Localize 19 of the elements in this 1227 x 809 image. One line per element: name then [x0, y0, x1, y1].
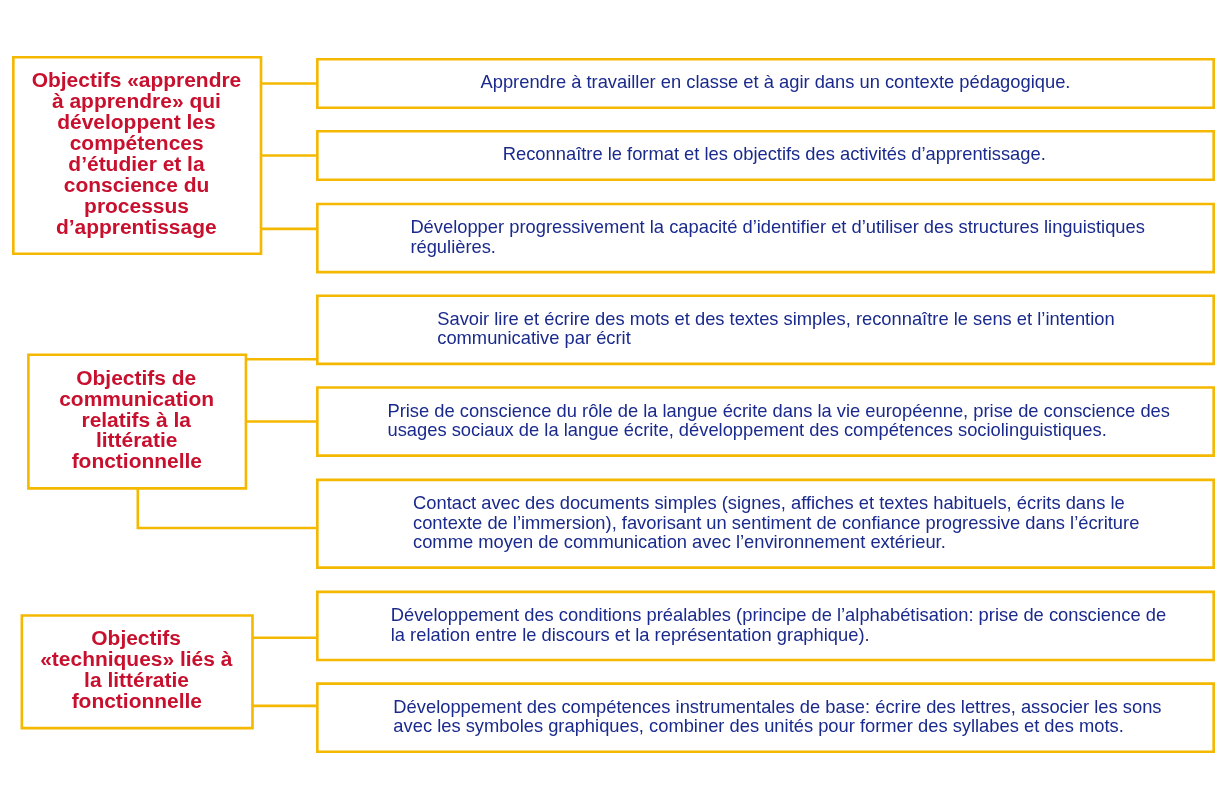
connector — [261, 227, 318, 231]
node-box: Objectifs «techniques» liés à la littératie fonctionnelle — [20, 614, 254, 730]
node-box: Prise de conscience du rôle de la langue écrite dans la vie européenne, prise de conscience des usages sociaux de la langue écrite, développement des compétences sociolinguistiques. — [316, 386, 1215, 457]
connector — [252, 704, 318, 708]
node-box: Développer progressivement la capacité d’identifier et d’utiliser des structures linguistiques régulières. — [316, 202, 1215, 274]
node-box: Objectifs de communication relatifs à la littératie fonctionnelle — [27, 353, 248, 490]
connector — [246, 358, 318, 361]
node-box: Apprendre à travailler en classe et à agir dans un contexte pédagogique. — [316, 57, 1215, 109]
connector — [261, 82, 318, 85]
node-box: Développement des conditions préalables (principe de l’alphabétisation: prise de conscience de la relation entre le discours et la représentation graphique). — [316, 590, 1215, 662]
connector — [252, 636, 318, 640]
node-box: Développement des compétences instrumentales de base: écrire des lettres, associer les sons avec les symboles graphiques, combiner des unités pour former des syllabes et des mots. — [316, 682, 1215, 754]
node-box: Savoir lire et écrire des mots et des textes simples, reconnaître le sens et l’intention communicative par écrit — [316, 294, 1215, 366]
node-box: Contact avec des documents simples (signes, affiches et textes habituels, écrits dans le contexte de l’immersion), favorisant un sentiment de confiance progressive dans l’écriture comme moyen de communication avec l’environnement extérieur. — [316, 478, 1215, 569]
connector — [246, 420, 318, 423]
connector — [136, 488, 318, 530]
node-box: Reconnaître le format et les objectifs des activités d’apprentissage. — [316, 129, 1215, 182]
node-box: Objectifs «apprendre à apprendre» qui développent les compétences d’étudier et la conscience du processus d’apprentissage — [12, 55, 263, 256]
connector — [261, 154, 318, 157]
